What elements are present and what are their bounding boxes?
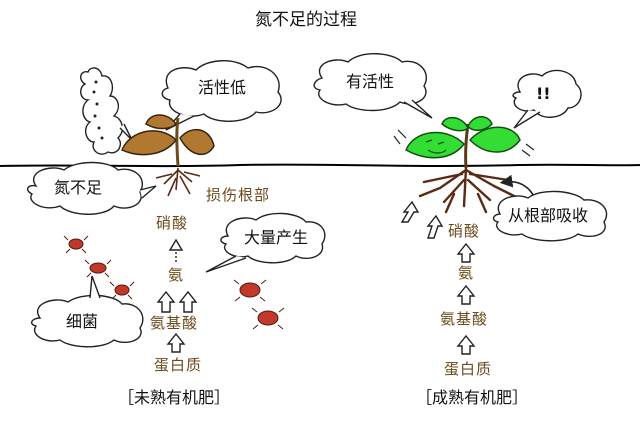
label-bacteria: 细菌: [66, 312, 99, 331]
wilted-roots: [155, 167, 201, 197]
diagram-title: 氮不足的过程: [255, 10, 357, 30]
bubble-exclaim: [512, 69, 582, 118]
label-left-protein: 蛋白质: [154, 356, 203, 374]
healthy-roots: [418, 166, 516, 214]
label-left-nitrate: 硝酸: [156, 214, 189, 232]
label-mass-produce: 大量产生: [244, 228, 309, 247]
bubble-active: [313, 53, 427, 112]
label-right-nitrate: 硝酸: [448, 222, 481, 240]
caption-mature-fertilizer: ［成熟有机肥］: [416, 388, 529, 407]
left-thought-dots: [92, 80, 104, 140]
healthy-plant: [405, 116, 521, 169]
bubble-low-activity: [161, 60, 282, 122]
label-low-activity: 活性低: [198, 78, 247, 97]
wilted-plant: [121, 114, 215, 167]
plant-face: [425, 139, 447, 154]
label-root-damage: 损伤根部: [206, 186, 271, 204]
label-nitrogen-low: 氮不足: [54, 178, 103, 197]
right-arrow-ammonia-to-nitrate: [456, 242, 476, 263]
bubble-nitrogen-low: [26, 161, 143, 215]
right-arrow-amino-to-ammonia: [456, 284, 476, 305]
label-active: 有活性: [346, 72, 395, 91]
label-left-amino-acid: 氨基酸: [150, 314, 199, 332]
right-uptake-arrows: [400, 200, 444, 239]
label-right-protein: 蛋白质: [444, 360, 493, 378]
right-arrow-protein-to-amino: [456, 334, 476, 355]
label-right-amino-acid: 氨基酸: [440, 310, 489, 328]
bacteria-legs: [63, 235, 285, 330]
caption-immature-fertilizer: ［未熟有机肥］: [118, 388, 231, 407]
left-arrow-protein-to-amino: [166, 332, 186, 353]
left-arrow-ammonia-to-nitrate: [168, 238, 184, 262]
label-right-ammonia: 氨: [458, 264, 475, 282]
label-absorb-from-roots: 从根部吸收: [508, 206, 589, 225]
label-exclaim: !!: [536, 84, 551, 103]
left-thought-bubble: [80, 67, 133, 155]
bubble-bacteria: [30, 294, 144, 348]
left-arrow-amino-to-ammonia: [156, 290, 198, 313]
bubble-absorb: [492, 190, 608, 242]
vibration-marks: [393, 129, 535, 157]
bacteria-cluster: [68, 238, 279, 326]
bubble-mass-produce: [220, 212, 326, 264]
label-left-ammonia: 氨: [168, 266, 185, 284]
